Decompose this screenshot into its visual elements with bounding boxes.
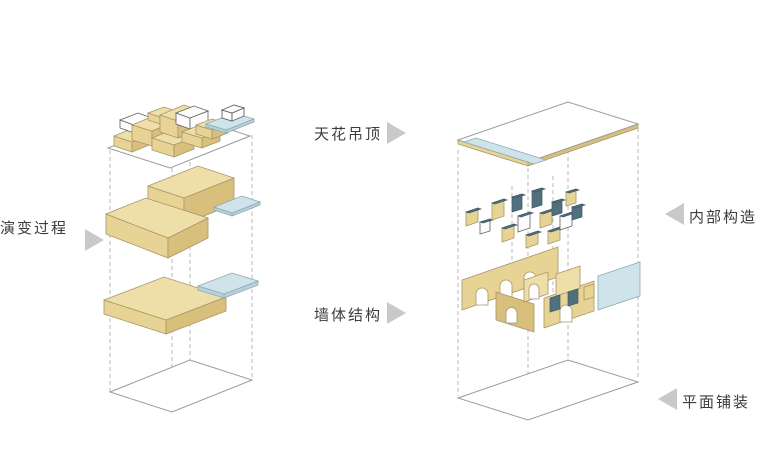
- walls-label: 墙体结构: [314, 308, 383, 324]
- massing-stage-middle: [104, 165, 262, 259]
- ceiling-blue-band: [462, 137, 548, 165]
- ceiling-plate: [456, 101, 640, 167]
- arrow-right-icon: [85, 229, 104, 251]
- arrow-right-icon: [387, 122, 406, 144]
- interior-label: 内部构造: [689, 210, 758, 226]
- arrow-left-icon: [665, 203, 684, 225]
- small-box-on-blue: [220, 104, 246, 114]
- interior-fixtures: [464, 187, 587, 249]
- arrow-left-icon: [658, 388, 677, 410]
- arch-opening: [505, 307, 518, 324]
- ceiling-top-face: [456, 101, 640, 163]
- blue-end-wall: [597, 261, 641, 311]
- floor-plate: [456, 359, 640, 421]
- base-plan-outline: [108, 359, 254, 413]
- left-stack: [102, 104, 262, 413]
- massing-stage-slab: [102, 272, 260, 335]
- wall-structure: [461, 246, 641, 333]
- arch-opening: [475, 287, 489, 306]
- arch-opening: [559, 304, 573, 323]
- blue-zone-plate: [212, 195, 262, 214]
- massing-stage-top: [106, 104, 256, 169]
- evolution-label: 演变过程: [0, 221, 69, 237]
- arch-opening: [499, 279, 513, 298]
- blue-zone-plate: [196, 272, 260, 295]
- floor-label: 平面铺装: [682, 395, 751, 411]
- right-stack: [456, 101, 641, 421]
- ceiling-label: 天花吊顶: [314, 127, 383, 143]
- arch-opening: [528, 283, 540, 300]
- arrow-right-icon: [387, 302, 406, 324]
